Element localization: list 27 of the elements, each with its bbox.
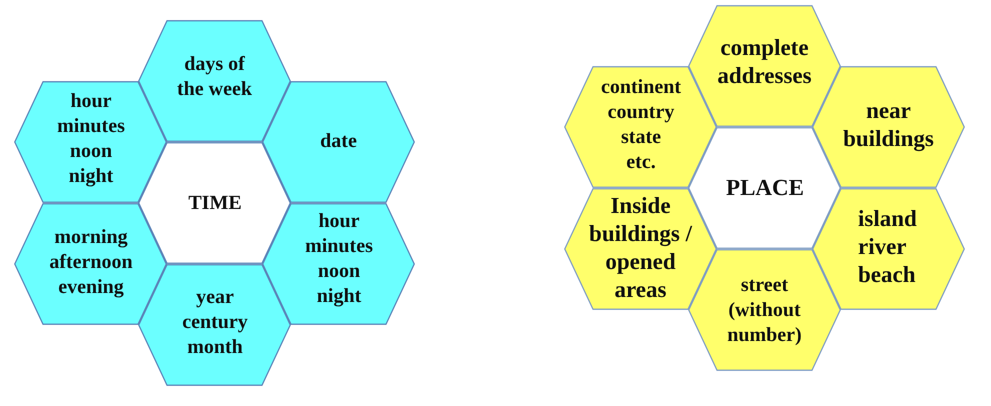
hexagon-label: year century month [181,285,249,360]
hexagon-label: continent country state etc. [600,75,682,175]
hexagon-tile [138,20,291,142]
center-label: TIME [187,191,243,216]
hexagon-label: near buildings [842,97,935,153]
hexagon-tile [14,203,167,325]
hexagon-tile [812,188,965,310]
hexagon-tile [688,5,841,127]
hexagon-label: morning afternoon evening [48,225,134,300]
hexagon-label: complete addresses [716,34,813,90]
hexagon-tile [812,66,965,188]
center-hexagon [138,142,291,264]
hexagon-label: Inside buildings / opened areas [588,192,693,304]
hexagon-label: days of the week [176,52,253,102]
hexagon-label: street (without number) [726,273,803,348]
hexagon-tile [564,66,717,188]
center-label: PLACE [725,174,805,202]
hexagon-tile [688,249,841,371]
hexagon-label: hour minutes noon night [56,89,126,189]
hexagon-tile [14,81,167,203]
hexagon-label: hour minutes noon night [304,209,374,309]
hexagon-tile [262,203,415,325]
hexagon-tile [138,264,291,386]
hexagon-tile [564,188,717,310]
hexagon-tile [262,81,415,203]
hexagon-label: date [319,129,358,154]
hexagon-label: island river beach [858,205,918,289]
